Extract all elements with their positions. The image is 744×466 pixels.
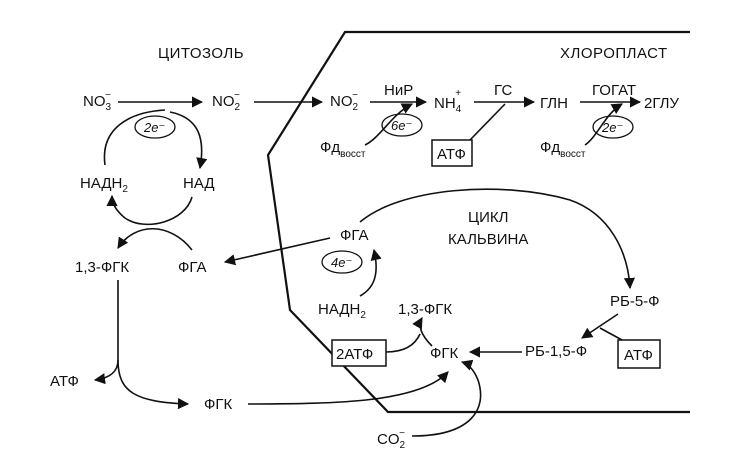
arrow-pgk-import	[247, 371, 449, 405]
arrow-electrons-ferredoxin-nir	[364, 103, 414, 146]
electrons-2e-label-cytosol: 2e⁻	[143, 120, 165, 135]
electrons-2e-oval-cytosol	[134, 115, 176, 139]
pgk-cytosol-label: ФГК	[204, 396, 233, 413]
arrow-electrons-ferredoxin-gogat	[584, 103, 623, 146]
arrow-pga-export	[223, 237, 331, 266]
arrow-pga-to-bpg	[117, 228, 193, 251]
arrow-co2-to-pgk	[411, 359, 482, 437]
atp-box-gs	[431, 139, 473, 167]
rubp-label: РБ-1,5-Ф	[525, 343, 587, 360]
connector-atp-gs	[469, 103, 506, 141]
arrow-rb5p-to-rubp	[581, 313, 619, 339]
arrow-nad-to-nadh	[106, 194, 193, 226]
gs-enzyme-label: ГС	[494, 82, 512, 99]
nadh-cytosol-label: НАДН2	[80, 175, 128, 195]
glu-label: 2ГЛУ	[644, 95, 679, 112]
co2-label: CO2−	[377, 428, 406, 451]
arrow-pgk-to-bpg	[412, 317, 433, 347]
nadh-chloroplast-label: НАДН2	[318, 301, 366, 321]
arrow-bpg-to-pga	[359, 248, 382, 297]
atp-box-gs-label: АТФ	[437, 146, 466, 163]
electrons-2e-label-gogat: 2e⁻	[601, 120, 623, 135]
connector-atp-kinase	[599, 327, 623, 341]
electrons-2e-oval-gogat	[592, 115, 634, 139]
electrons-6e-label: 6e⁻	[391, 118, 412, 133]
chloroplast-membrane	[266, 30, 690, 414]
connector-atp2	[385, 333, 421, 353]
pga-chloroplast-label: ФГА	[340, 227, 369, 244]
atp-box-kinase	[617, 339, 661, 369]
pga-cytosol-label: ФГА	[178, 259, 207, 276]
nitrite-cytosol-label: NO2−	[212, 90, 241, 113]
cytosol-label: ЦИТОЗОЛЬ	[158, 45, 244, 62]
arrow-electrons-from-nadh	[103, 109, 166, 166]
ammonium-label: NH4+	[434, 88, 462, 115]
arrow-bpg-to-atp	[93, 359, 119, 385]
arrow-electrons-to-nad	[169, 111, 208, 170]
atp-cytosol-label: АТФ	[50, 373, 79, 390]
nitrite-chloroplast-label: NO2−	[330, 90, 359, 113]
arrow-bpg-to-pgk	[117, 359, 190, 410]
gln-label: ГЛН	[540, 95, 568, 112]
electrons-4e-label: 4e⁻	[331, 255, 352, 270]
bpg-chloroplast-label: 1,3-ФГК	[398, 301, 452, 318]
nitrate-label: NO3−	[83, 90, 112, 113]
electrons-4e-oval	[321, 250, 363, 274]
arrow-pga-to-rb5p	[359, 188, 636, 290]
atp2-box-label: 2АТФ	[336, 346, 373, 363]
calvin-cycle-title-line2: КАЛЬВИНА	[448, 231, 528, 248]
atp-box-kinase-label: АТФ	[624, 347, 653, 364]
gogat-enzyme-label: ГОГАТ	[592, 82, 636, 99]
pgk-chloroplast-label: ФГК	[430, 345, 459, 362]
bpg-cytosol-label: 1,3-ФГК	[75, 259, 129, 276]
ferredoxin-nir-label: Фдвосст	[320, 139, 366, 160]
nad-cytosol-label: НАД	[183, 175, 215, 192]
ferredoxin-gogat-label: Фдвосст	[540, 139, 586, 160]
nir-enzyme-label: НиР	[384, 82, 413, 99]
rb5p-label: РБ-5-Ф	[610, 293, 660, 310]
chloroplast-label: ХЛОРОПЛАСТ	[560, 45, 668, 62]
calvin-cycle-title-line1: ЦИКЛ	[468, 209, 508, 226]
atp2-box	[331, 339, 387, 367]
